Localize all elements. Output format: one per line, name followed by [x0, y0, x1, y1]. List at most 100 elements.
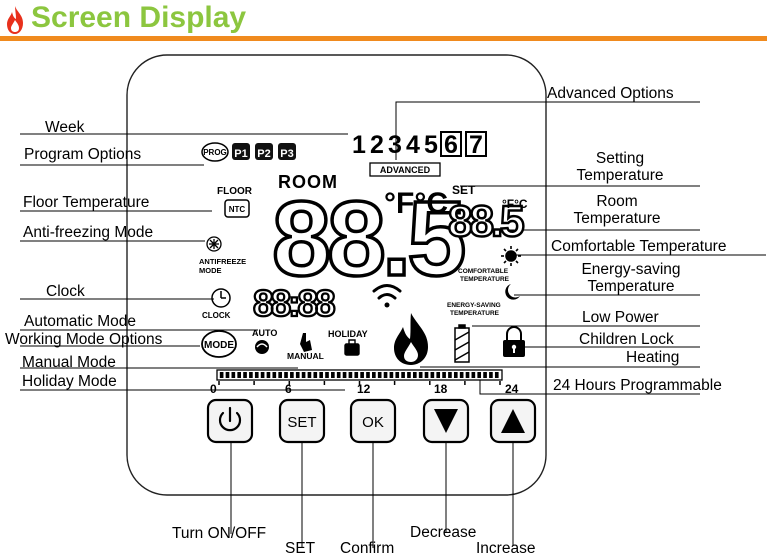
room-label: ROOM: [278, 172, 338, 192]
week-day-7: 7: [469, 131, 483, 159]
week-day-6-box: [440, 131, 462, 157]
antifreeze-label-line2: MODE: [199, 266, 222, 275]
label-set: SET: [285, 540, 316, 557]
program-p1: [232, 143, 250, 160]
timeline-segment: [342, 372, 347, 378]
timeline-segment: [348, 372, 353, 378]
power-button[interactable]: [206, 398, 254, 444]
ok-button[interactable]: OK: [349, 398, 397, 444]
ok-button-label: OK: [362, 414, 384, 431]
timeline-segment: [395, 372, 400, 378]
heating-flame-icon: [394, 313, 428, 365]
timeline-segment: [424, 372, 429, 378]
timeline-segment: [407, 372, 411, 378]
timeline-segment: [336, 372, 341, 378]
label-working-mode-options: Working Mode Options: [5, 331, 163, 348]
timeline-segment: [401, 372, 405, 378]
timeline-ticks: [218, 381, 501, 385]
label-low-power: Low Power: [582, 309, 659, 326]
power-icon: [218, 406, 242, 432]
timeline-bar: [216, 369, 503, 385]
floor-label: FLOOR: [217, 186, 253, 197]
prog-badge: [201, 142, 229, 162]
increase-button[interactable]: [489, 398, 537, 444]
timeline-label-0: 0: [210, 382, 217, 396]
week-day-4: 4: [406, 131, 420, 159]
week-day-5: 5: [424, 131, 438, 159]
timeline-segment: [366, 372, 370, 378]
timeline-segment: [430, 372, 435, 378]
program-options: PROG P1 P2 P3: [201, 142, 296, 162]
timeline-segment: [284, 372, 288, 378]
page-title: Screen Display: [31, 1, 247, 34]
timeline-segment: [249, 372, 253, 378]
timeline-segment: [418, 372, 423, 378]
label-setting-temperature-line2: Temperature: [576, 167, 664, 184]
leader-lines: [20, 101, 766, 548]
week-day-7-box: [465, 131, 487, 157]
timeline-segment: [325, 372, 329, 378]
main-temperature: 88.5: [272, 180, 463, 298]
set-button[interactable]: SET: [278, 398, 326, 444]
label-children-lock: Children Lock: [579, 331, 674, 348]
label-program-options: Program Options: [24, 146, 142, 163]
antifreeze-icon: [206, 236, 222, 252]
timeline-segment: [301, 372, 306, 378]
label-confirm: Confirm: [340, 540, 395, 557]
label-comfortable-temperature: Comfortable Temperature: [551, 238, 727, 255]
set-temperature: 88.5: [448, 197, 524, 246]
timeline-segment: [360, 372, 364, 378]
label-holiday-mode: Holiday Mode: [22, 373, 117, 390]
label-setting-temperature-line1: Setting: [595, 150, 645, 167]
week-day-1: 1: [352, 131, 366, 159]
timeline-segment: [354, 372, 359, 378]
energy-label-line2: TEMPERATURE: [450, 310, 500, 317]
set-button-label: SET: [287, 414, 316, 431]
timeline-segment: [412, 372, 417, 378]
hand-icon: [300, 333, 312, 352]
label-energy-saving-temperature: Energy-saving Temperature: [565, 261, 697, 295]
timeline-segment: [471, 372, 476, 378]
flame-logo-icon: [7, 6, 23, 34]
label-turn-on-off: Turn ON/OFF: [172, 525, 267, 542]
manual-label: MANUAL: [287, 351, 324, 361]
wifi-icon: [372, 284, 402, 308]
luggage-icon: [344, 339, 360, 356]
label-setting-temperature: Setting Temperature: [560, 150, 680, 184]
moon-icon: [505, 284, 520, 300]
label-energy-saving-line1: Energy-saving: [581, 261, 681, 278]
battery-icon: [454, 324, 470, 363]
mode-button-label: MODE: [204, 340, 234, 351]
timeline-label-6: 6: [285, 382, 292, 396]
clock-icon: [211, 288, 231, 308]
week-digits: 1 2 3 4 5 6 7: [352, 131, 487, 159]
label-heating: Heating: [626, 349, 680, 366]
label-decrease: Decrease: [410, 524, 477, 541]
clock-time: 88:88: [253, 283, 335, 324]
label-anti-freezing-mode: Anti-freezing Mode: [23, 224, 154, 241]
mode-button-display: [201, 330, 237, 358]
prog-badge-label: PROG: [203, 148, 227, 157]
timeline-segment: [219, 372, 224, 378]
decrease-button[interactable]: [422, 398, 470, 444]
timeline-segment: [266, 372, 271, 378]
label-clock: Clock: [46, 283, 85, 300]
label-increase: Increase: [476, 540, 536, 557]
main-unit: °F°C: [384, 187, 448, 220]
timeline-segment: [377, 372, 382, 378]
timeline-segment: [307, 372, 312, 378]
clock-label: CLOCK: [202, 311, 231, 320]
label-24-hours-programmable: 24 Hours Programmable: [553, 377, 722, 394]
timeline-segment: [483, 372, 487, 378]
timeline-segment: [477, 372, 482, 378]
program-p3: [278, 143, 296, 160]
holiday-label: HOLIDAY: [328, 329, 368, 339]
timeline-segment: [313, 372, 318, 378]
sun-icon: [501, 246, 521, 266]
advanced-badge-label: ADVANCED: [380, 165, 431, 175]
timeline-label-24: 24: [505, 382, 519, 396]
timeline-segment: [319, 372, 323, 378]
comfortable-label-line2: TEMPERATURE: [460, 276, 510, 283]
